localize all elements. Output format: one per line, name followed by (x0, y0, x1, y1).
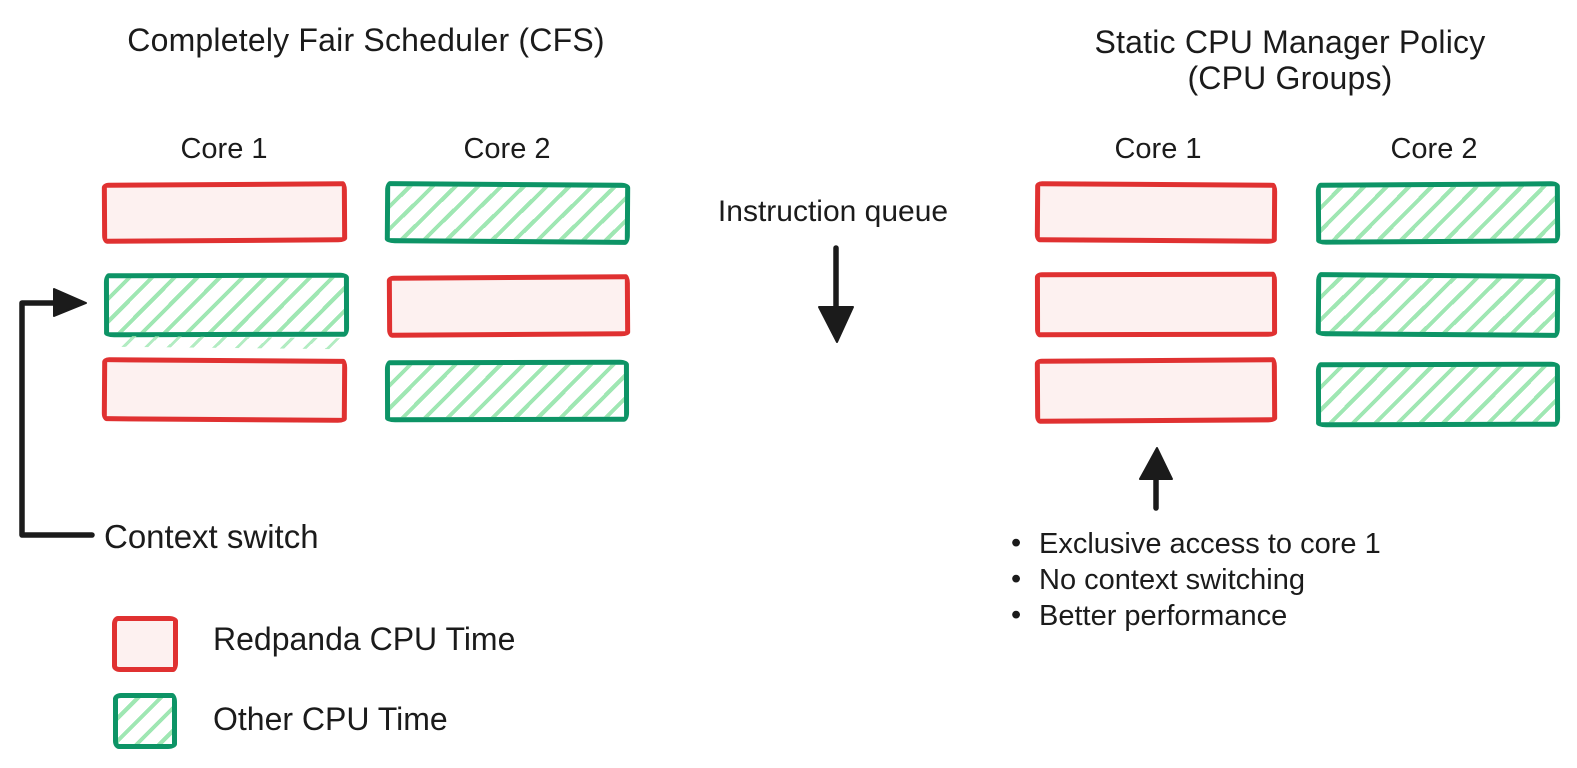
cfs-core1-label: Core 1 (180, 133, 268, 165)
cfs-slot-row1-core1 (101, 181, 348, 244)
static-core1-label: Core 1 (1114, 133, 1202, 165)
static-core2-label: Core 2 (1390, 133, 1478, 165)
cfs-slot-row1-core2 (384, 181, 631, 245)
legend-label-other: Other CPU Time (213, 701, 448, 737)
static-policy-title-line2: (CPU Groups) (1187, 60, 1393, 96)
exclusive-access-arrow (1139, 447, 1173, 511)
context-switch-arrow (19, 288, 95, 538)
static-slot-row3-core1 (1034, 357, 1278, 424)
cfs-title: Completely Fair Scheduler (CFS) (127, 22, 605, 58)
static-slot-row1-core2 (1315, 181, 1561, 245)
instruction-queue-label: Instruction queue (717, 195, 949, 228)
cfs-slot-row3-core1 (101, 357, 348, 423)
cfs-slot-row3-core2 (384, 359, 630, 423)
context-switch-label: Context switch (104, 518, 319, 555)
bullet-no-context-switching: No context switching (1008, 561, 1381, 598)
hatch-scribble (113, 335, 345, 350)
cfs-core2-label: Core 2 (463, 133, 551, 165)
static-policy-bullet-list: Exclusive access to core 1 No context sw… (1008, 525, 1381, 634)
legend-swatch-other (113, 693, 177, 749)
legend-swatch-redpanda (112, 616, 178, 672)
static-policy-title: Static CPU Manager Policy (CPU Groups) (1060, 24, 1520, 96)
instruction-queue-arrow (818, 245, 854, 343)
static-slot-row1-core1 (1034, 181, 1278, 244)
bullet-better-performance: Better performance (1008, 597, 1381, 634)
static-policy-title-line1: Static CPU Manager Policy (1094, 24, 1486, 60)
cfs-slot-row2-core2 (386, 274, 631, 338)
bullet-exclusive-access: Exclusive access to core 1 (1008, 525, 1381, 562)
static-slot-row3-core2 (1315, 361, 1561, 428)
static-slot-row2-core2 (1315, 272, 1561, 338)
static-slot-row2-core1 (1034, 271, 1278, 338)
legend-label-redpanda: Redpanda CPU Time (213, 621, 516, 657)
cfs-slot-row2-core1 (103, 272, 350, 338)
